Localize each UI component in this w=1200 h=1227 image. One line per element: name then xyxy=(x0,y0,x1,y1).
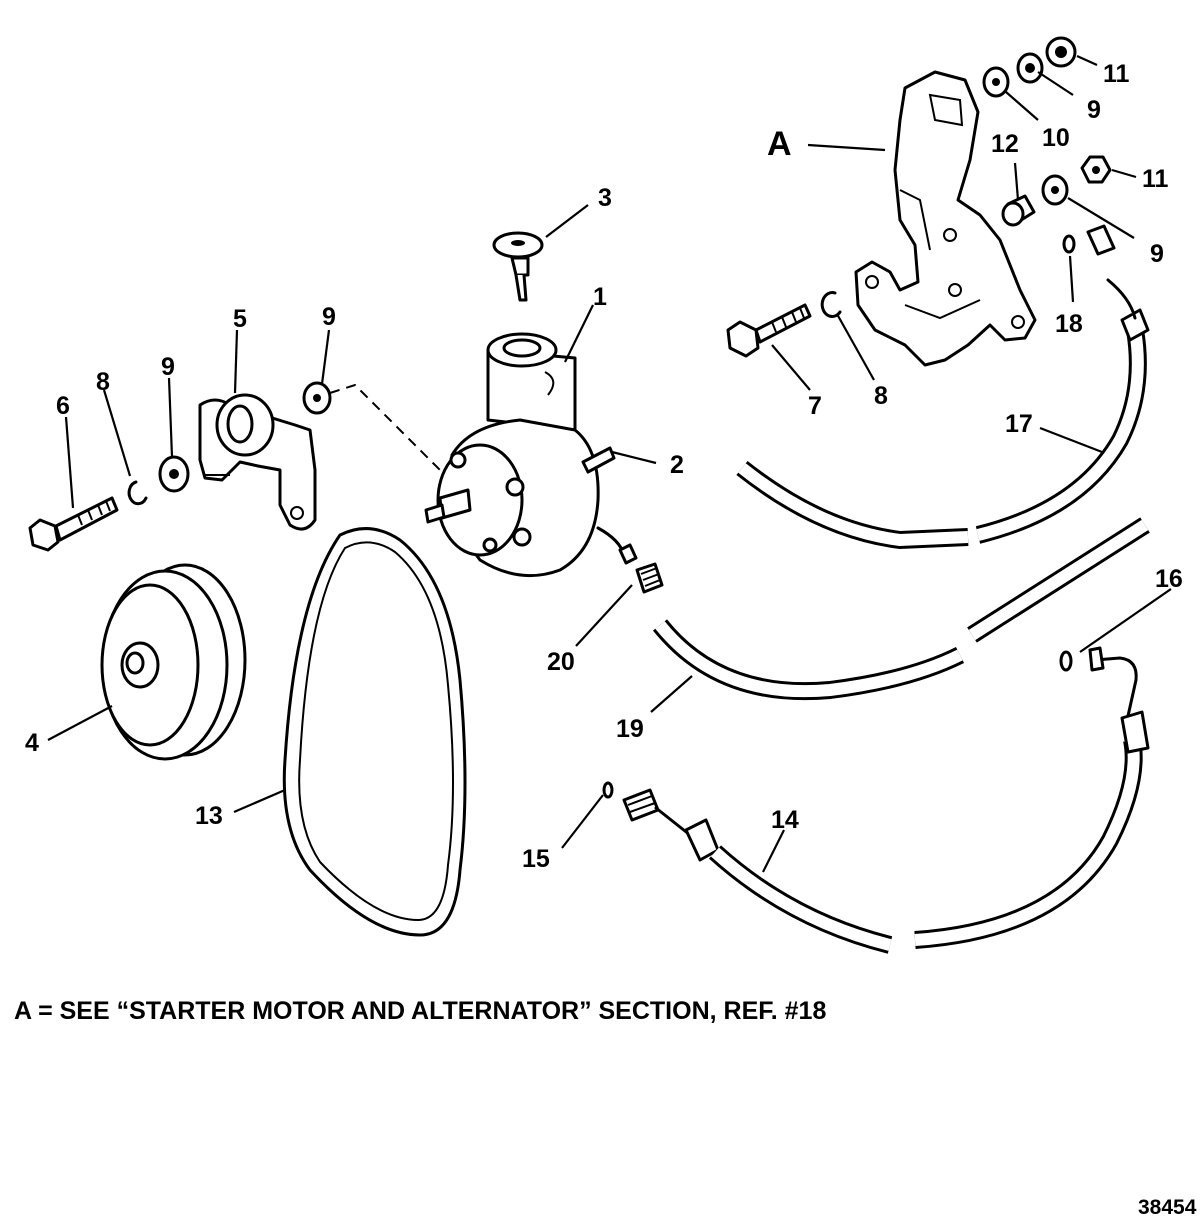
callout-7: 7 xyxy=(808,392,822,420)
callout-11-mid: 11 xyxy=(1142,165,1169,193)
bolt-6-icon xyxy=(28,496,119,552)
lock-washer-8-right-icon xyxy=(820,291,842,318)
callout-9-left: 9 xyxy=(161,353,175,381)
washer-9-mid-icon xyxy=(1041,174,1069,206)
callout-labels: A 1 2 3 4 5 6 7 8 8 9 9 9 9 10 11 11 12 … xyxy=(25,60,1183,873)
washer-9-left-icon xyxy=(158,455,190,493)
figure-number: 38454 xyxy=(1138,1196,1197,1219)
callout-8-right: 8 xyxy=(874,382,888,410)
o-ring-16-icon xyxy=(1059,650,1073,672)
bracket-a-icon xyxy=(854,70,1037,367)
callout-2: 2 xyxy=(670,451,684,479)
washer-9-bracket-icon xyxy=(302,381,332,415)
callout-8-left: 8 xyxy=(96,368,110,396)
reservoir-cap-3-icon xyxy=(492,231,544,302)
washer-10-icon xyxy=(982,66,1010,98)
callout-3: 3 xyxy=(598,184,612,212)
spacer-12-icon xyxy=(1001,194,1036,227)
callout-6: 6 xyxy=(56,392,70,420)
callout-19: 19 xyxy=(616,715,644,743)
callout-17: 17 xyxy=(1005,410,1033,438)
callout-9-bracket: 9 xyxy=(322,303,336,331)
callout-A: A xyxy=(767,125,792,163)
callout-16: 16 xyxy=(1155,565,1183,593)
o-ring-15-icon xyxy=(602,781,614,799)
hose-14-icon xyxy=(622,646,1150,954)
callout-13: 13 xyxy=(195,802,223,830)
nut-11-top-icon xyxy=(1045,36,1077,68)
callout-12: 12 xyxy=(991,130,1019,158)
power-steering-pump-icon xyxy=(424,332,638,578)
o-ring-18-icon xyxy=(1062,234,1076,254)
fitting-20-icon xyxy=(635,562,664,594)
callout-5: 5 xyxy=(233,305,247,333)
callout-10: 10 xyxy=(1042,124,1070,152)
bolt-7-icon xyxy=(726,303,812,358)
pump-bracket-5-icon xyxy=(198,393,317,531)
washer-9-top-icon xyxy=(1016,52,1044,84)
leader-lines xyxy=(47,54,1172,873)
lock-washer-8-left-icon xyxy=(127,480,148,506)
callout-9-top: 9 xyxy=(1087,96,1101,124)
drive-belt-icon xyxy=(282,527,467,937)
callout-20: 20 xyxy=(547,648,575,676)
hose-19-icon xyxy=(652,517,1150,701)
hose-17-icon xyxy=(736,224,1150,550)
callout-11-top: 11 xyxy=(1103,60,1130,88)
reference-note: A = SEE “STARTER MOTOR AND ALTERNATOR” S… xyxy=(14,997,827,1025)
callout-9-mid: 9 xyxy=(1150,240,1164,268)
callout-18: 18 xyxy=(1055,310,1083,338)
callout-15: 15 xyxy=(522,845,550,873)
nut-11-mid-icon xyxy=(1080,155,1112,184)
pulley-icon xyxy=(100,563,247,761)
alignment-dashed-line xyxy=(329,383,441,471)
callout-4: 4 xyxy=(25,729,39,757)
callout-1: 1 xyxy=(593,283,607,311)
callout-14: 14 xyxy=(771,806,799,834)
